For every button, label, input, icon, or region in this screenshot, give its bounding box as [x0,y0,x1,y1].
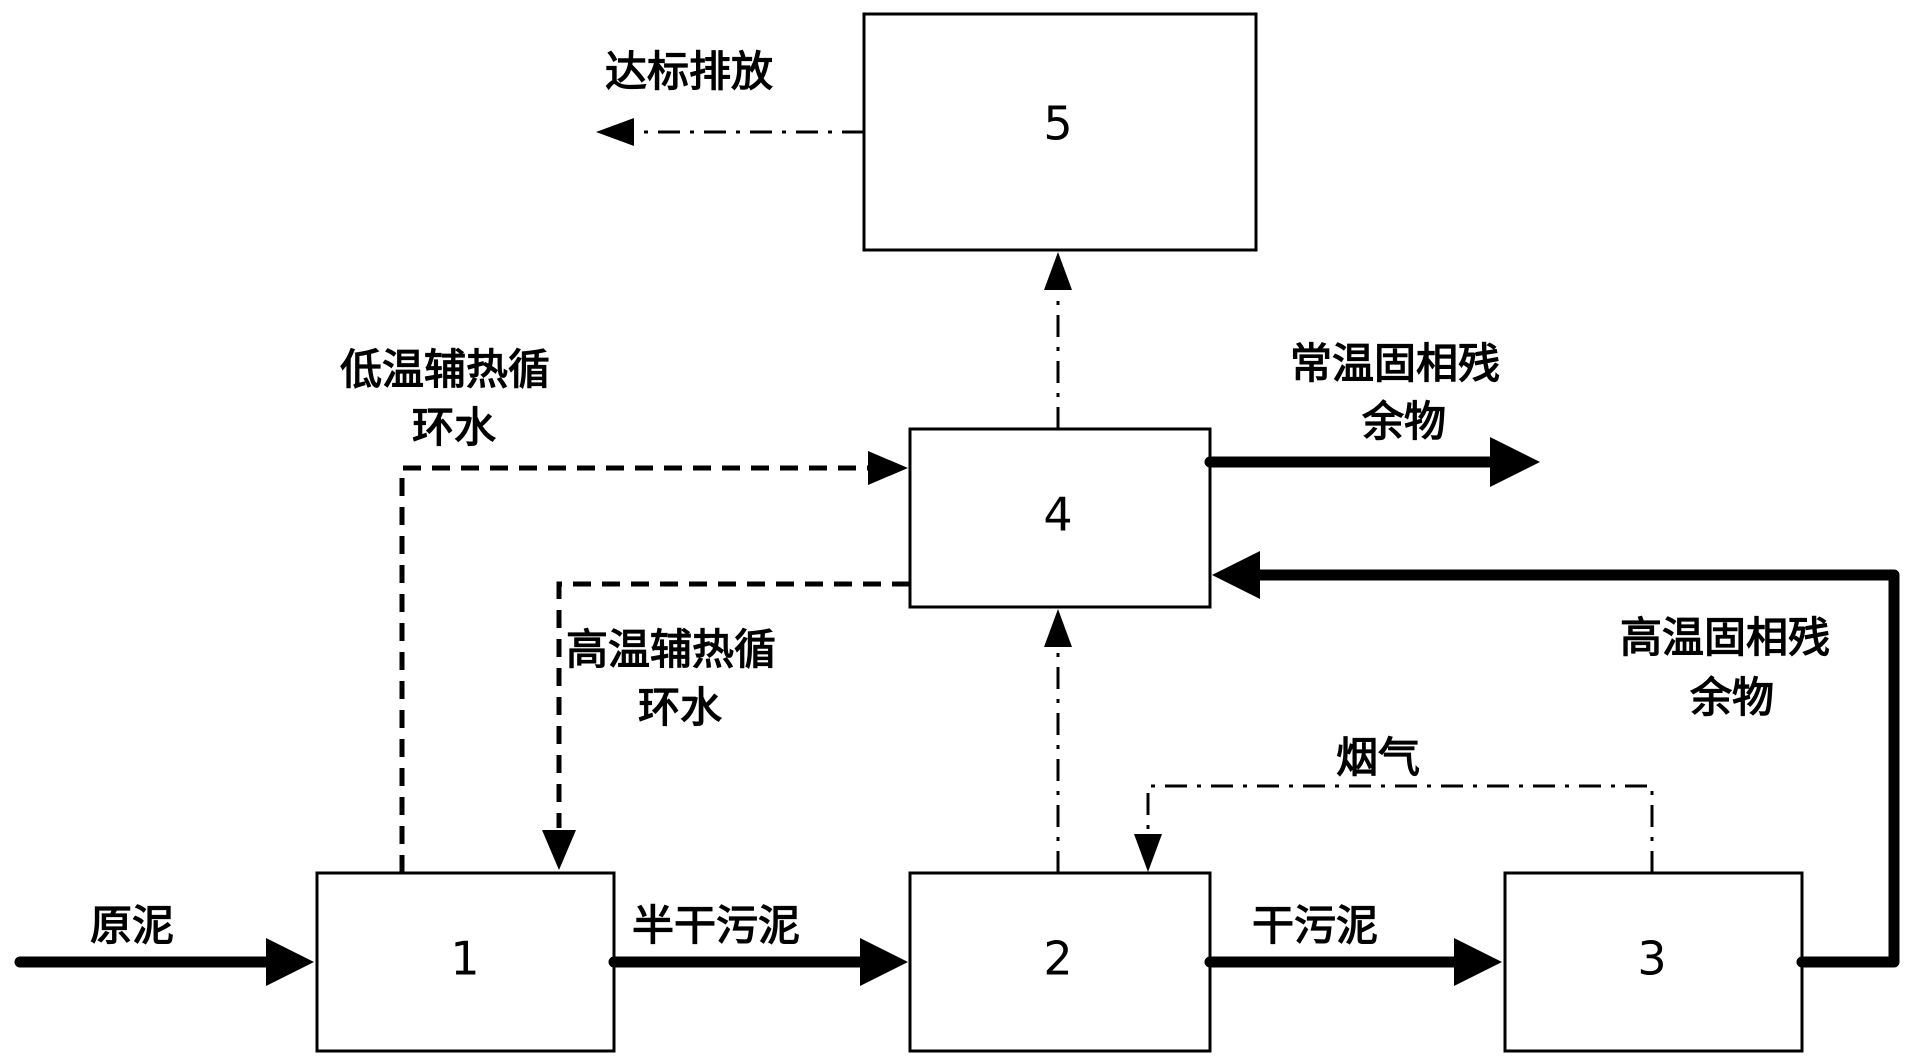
label-high-temp-water-2: 环水 [638,683,723,732]
unit-box-3 [1503,871,1804,1053]
ambient-residue-arrow [1204,437,1540,487]
high-temp-residue-arrow [1212,551,1900,968]
label-high-temp-water-1: 高温辅热循 [566,625,776,674]
unit-box-4 [908,427,1212,609]
raw-sludge-arrow [14,938,314,986]
unit-number-3: 3 [1637,932,1666,986]
unit-number-2: 2 [1043,932,1072,986]
unit-box-5 [862,12,1258,252]
label-high-temp-residue-1: 高温固相残 [1620,613,1830,662]
label-dry-sludge: 干污泥 [1252,901,1378,950]
unit-number-4: 4 [1043,488,1072,542]
semi-dry-sludge-arrow [608,938,908,986]
high-temp-circulating-water-line [542,581,910,870]
dry-sludge-arrow [1204,938,1502,986]
label-low-temp-water-1: 低温辅热循 [340,345,550,394]
unit-number-5: 5 [1043,97,1072,151]
gas-4-to-5-line [1044,252,1072,429]
unit-box-2 [908,871,1212,1053]
gas-2-to-4-line [1044,609,1072,873]
label-ambient-residue-1: 常温固相残 [1290,339,1500,388]
discharge-line [596,118,864,146]
label-flue-gas: 烟气 [1336,733,1420,782]
low-temp-circulating-water-line [399,451,908,873]
label-low-temp-water-2: 环水 [412,403,497,452]
label-ambient-residue-2: 余物 [1361,397,1446,446]
label-semi-dry-sludge: 半干污泥 [632,901,800,950]
label-discharge: 达标排放 [605,47,773,96]
unit-box-1 [315,871,616,1053]
flue-gas-line [1134,784,1654,873]
label-high-temp-residue-2: 余物 [1689,673,1774,722]
unit-number-1: 1 [450,932,479,986]
label-raw-sludge: 原泥 [90,901,174,950]
